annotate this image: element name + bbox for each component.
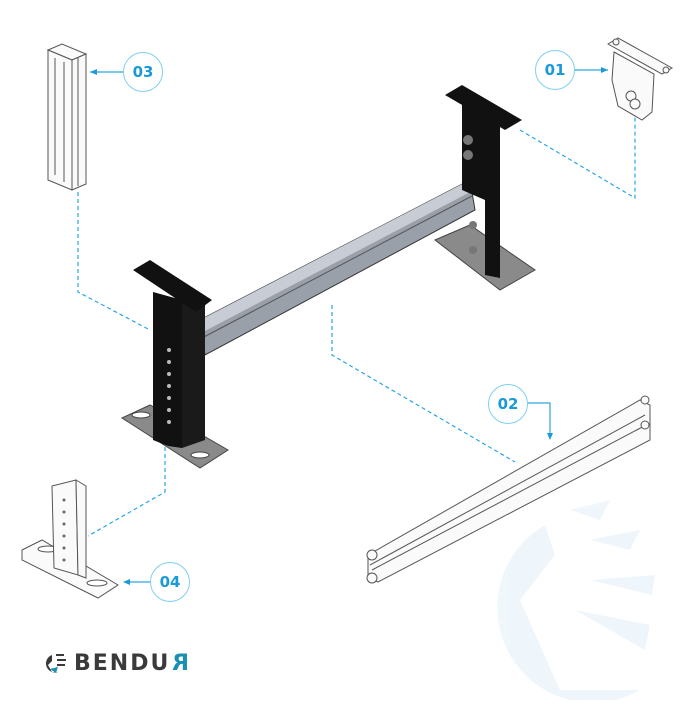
watermark-logo-icon bbox=[497, 500, 655, 703]
brand-name: BENDUR bbox=[74, 650, 190, 676]
main-assembly bbox=[120, 85, 536, 469]
callout-02: 02 bbox=[488, 384, 528, 424]
part-03-leg-profile bbox=[46, 43, 88, 191]
part-04-foot-plate bbox=[21, 479, 119, 599]
part-02-cross-profile bbox=[366, 395, 651, 584]
leader-lines bbox=[77, 82, 636, 537]
callout-01: 01 bbox=[535, 50, 575, 90]
brand-logo: BENDUR bbox=[42, 650, 189, 676]
part-01-top-bracket bbox=[607, 37, 673, 121]
callout-03: 03 bbox=[123, 52, 163, 92]
callout-04: 04 bbox=[150, 562, 190, 602]
bendur-logo-icon bbox=[45, 654, 66, 673]
